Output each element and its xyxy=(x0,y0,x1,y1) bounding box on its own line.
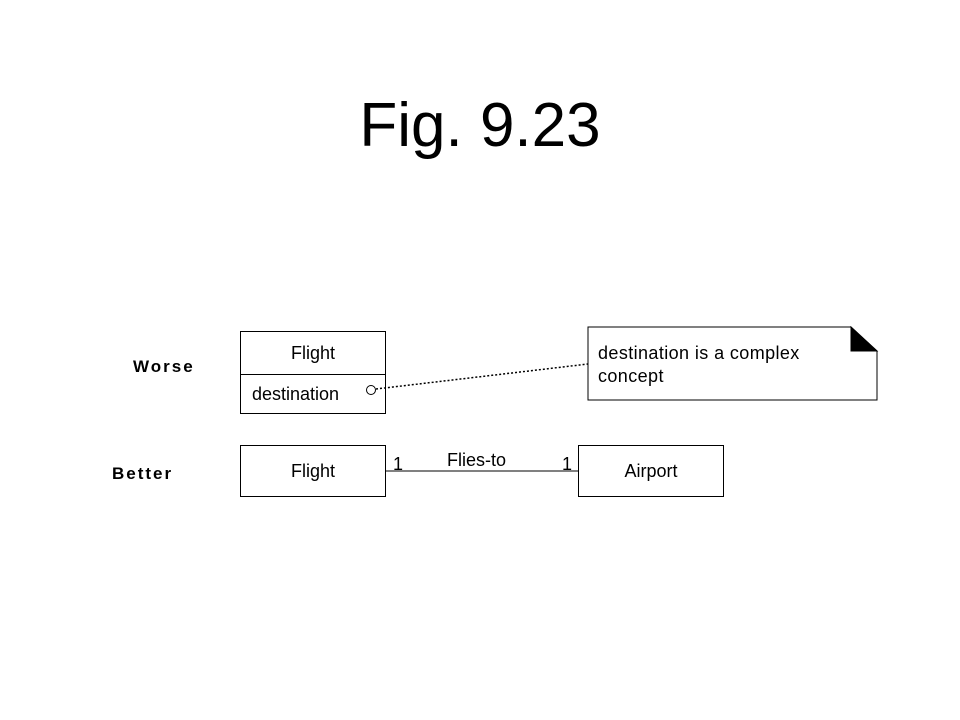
class-name: Airport xyxy=(624,460,678,481)
target-multiplicity: 1 xyxy=(562,454,573,474)
association-name: Flies-to xyxy=(447,450,507,470)
class-name: Flight xyxy=(290,460,335,481)
better-label: Better xyxy=(112,464,174,483)
note-fold-corner xyxy=(850,325,879,352)
attribute-destination: destination xyxy=(252,383,340,404)
class-name: Flight xyxy=(290,342,335,363)
anchor-circle xyxy=(366,385,376,395)
page-title: Fig. 9.23 xyxy=(359,91,601,160)
worse-flight-class: Flight destination xyxy=(240,331,386,414)
source-multiplicity: 1 xyxy=(393,454,404,474)
note-anchor-line xyxy=(375,363,589,390)
attribute-compartment: destination xyxy=(241,374,385,413)
class-name-compartment: Airport xyxy=(579,446,723,496)
better-flight-class: Flight xyxy=(240,445,386,497)
note-text-line-2: concept xyxy=(598,366,664,386)
worse-label: Worse xyxy=(133,357,195,376)
class-name-compartment: Flight xyxy=(241,446,385,496)
airport-class: Airport xyxy=(578,445,724,497)
note-text-line-1: destination is a complex xyxy=(598,343,800,363)
note-shape xyxy=(587,326,878,401)
class-name-compartment: Flight xyxy=(241,332,385,374)
